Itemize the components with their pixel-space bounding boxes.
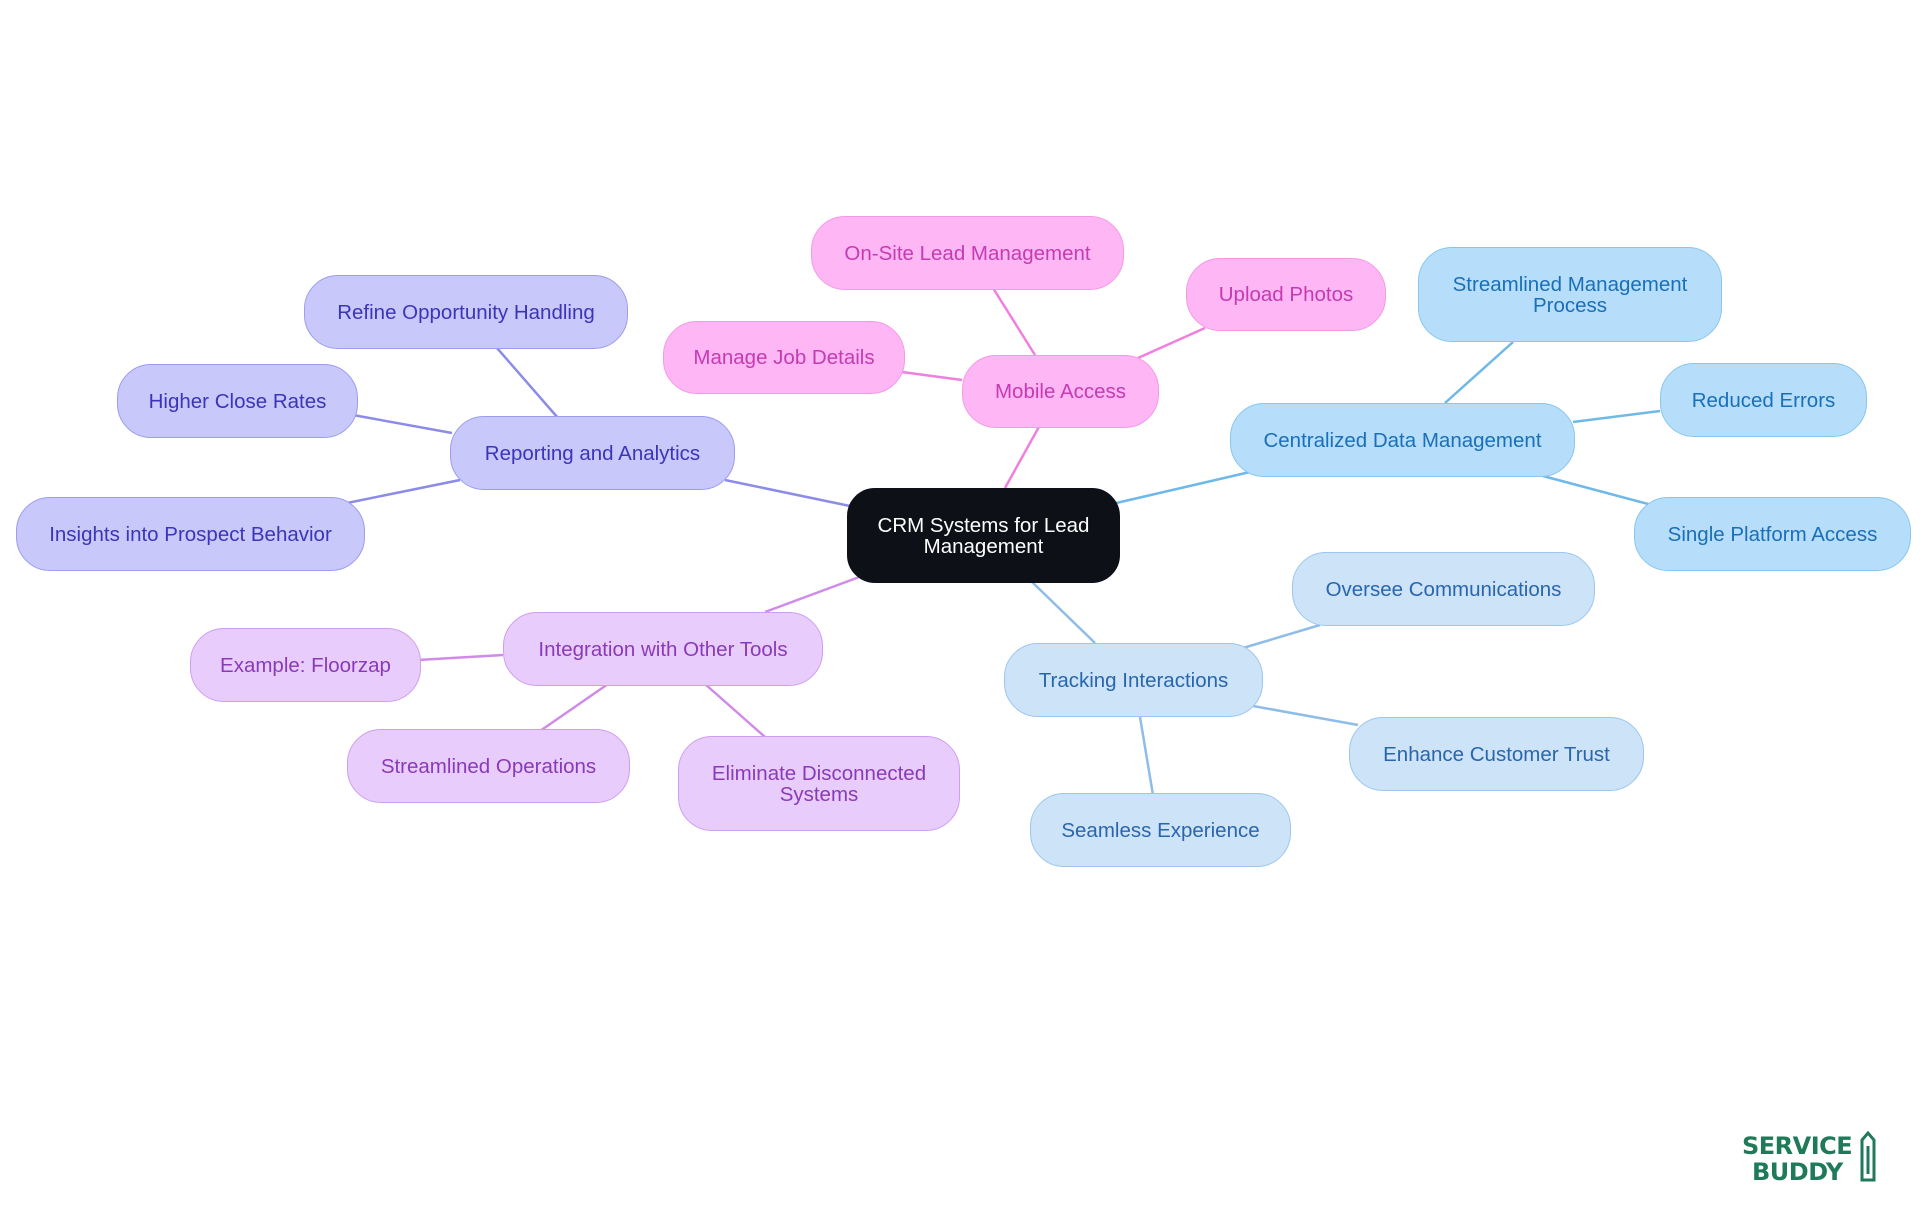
leaf-upload-photos: Upload Photos [1186,258,1386,331]
leaf-streamlined-operations: Streamlined Operations [347,729,630,803]
edge-reporting-refine [496,347,559,419]
edge-integration-floorzap [417,653,504,662]
leaf-oversee-communications: Oversee Communications [1292,552,1595,626]
leaf-single-platform-access: Single Platform Access [1634,497,1911,571]
branch-reporting-and-analytics: Reporting and Analytics [450,416,735,490]
leaf-higher-close-rates: Higher Close Rates [117,364,358,438]
pencil-icon [1860,1130,1876,1182]
root-node: CRM Systems for Lead Management [847,488,1120,583]
logo-text-service: SERVICE [1742,1132,1852,1160]
leaf-insights-into-prospect-behavior: Insights into Prospect Behavior [16,497,365,571]
edge-central-single [1542,474,1653,507]
leaf-enhance-customer-trust: Enhance Customer Trust [1349,717,1644,791]
edge-root-reporting [724,478,851,508]
edge-reporting-insights [346,478,461,505]
leaf-example-floorzap: Example: Floorzap [190,628,421,702]
leaf-eliminate-disconnected-systems: Eliminate Disconnected Systems [678,736,960,831]
edge-integration-eliminate [704,683,766,738]
edge-mobile-onsite [991,287,1037,356]
branch-tracking-interactions: Tracking Interactions [1004,643,1263,717]
edge-tracking-seamless [1138,716,1155,796]
edge-mobile-manage [901,370,963,382]
edge-tracking-oversee [1242,623,1321,650]
branch-integration-with-other-tools: Integration with Other Tools [503,612,823,686]
edge-reporting-higher [352,413,453,435]
service-buddy-logo: SERVICE BUDDY [1742,1130,1876,1186]
edge-root-tracking [1029,579,1096,644]
branch-mobile-access: Mobile Access [962,355,1159,428]
leaf-manage-job-details: Manage Job Details [663,321,905,394]
edge-mobile-upload [1137,326,1206,360]
logo-text-buddy: BUDDY [1752,1158,1844,1186]
leaf-seamless-experience: Seamless Experience [1030,793,1291,867]
edge-integration-streamlined [539,682,609,733]
edge-root-integration [764,574,863,614]
leaf-refine-opportunity-handling: Refine Opportunity Handling [304,275,628,349]
leaf-reduced-errors: Reduced Errors [1660,363,1867,437]
leaf-on-site-lead-management: On-Site Lead Management [811,216,1124,290]
branch-centralized-data-management: Centralized Data Management [1230,403,1575,477]
edge-root-centralized [1111,470,1251,506]
leaf-streamlined-management-process: Streamlined Management Process [1418,247,1722,342]
edge-tracking-trust [1252,704,1359,727]
edge-root-mobile [1003,424,1042,489]
edge-central-streamlined [1444,341,1514,404]
edge-central-errors [1572,409,1661,424]
